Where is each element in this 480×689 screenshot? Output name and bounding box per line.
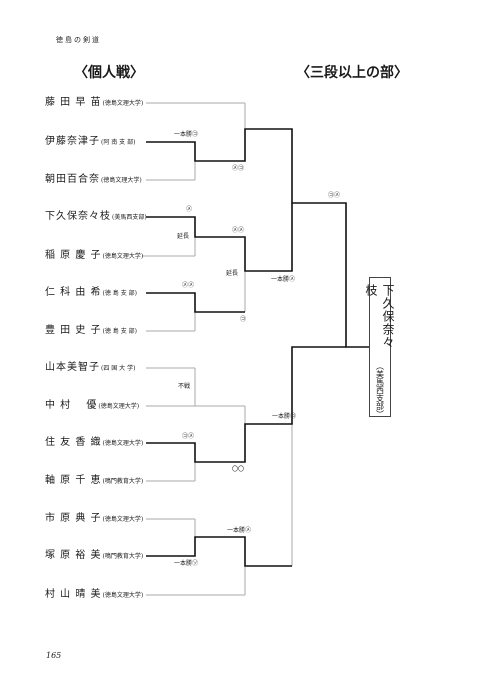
- player-entry: 軸 原 千 恵(鳴門教育大学): [45, 475, 143, 487]
- result-fusen: 不戦: [178, 383, 191, 390]
- result-r1-sumitomo: ㋙㋱: [182, 433, 195, 440]
- player-affiliation: (徳島文理大学): [102, 253, 144, 260]
- player-entry: 住 友 香 織(徳島文理大学): [45, 437, 143, 449]
- player-affiliation: (徳島文理大学): [102, 516, 144, 523]
- result-r2-mid: ㋱㋱: [232, 227, 245, 234]
- champion-name: 下久保奈々枝: [364, 284, 395, 349]
- bracket-lines-losing: [142, 102, 293, 596]
- line-shimokubo-path: [146, 203, 293, 272]
- player-name: 豊 田 史 子: [45, 325, 102, 336]
- player-name: 藤 田 早 苗: [45, 97, 102, 108]
- result-r3-lower: 一本勝㋙: [272, 413, 297, 420]
- section-title-sandan: 〈三段以上の部〉: [296, 65, 408, 81]
- player-entry: 伊藤奈津子(阿 南 支 部): [45, 136, 135, 148]
- champion-box: 下久保奈々枝 （美馬西支部）: [364, 277, 395, 418]
- result-r1-tsukahara: 一本勝㋞: [174, 560, 199, 567]
- player-affiliation: (美馬西支部): [112, 214, 147, 221]
- player-entry: 下久保奈々枝(美馬西支部): [45, 211, 147, 223]
- player-entry: 稲 原 慶 子(徳島文理大学): [45, 250, 143, 262]
- player-name: 仁 科 由 希: [45, 287, 102, 298]
- result-r3-top: 一本勝㋱: [271, 276, 296, 283]
- result-enchou-2: 延長: [226, 270, 239, 277]
- player-name: 伊藤奈津子: [45, 136, 100, 147]
- player-name: 村 山 晴 美: [45, 589, 102, 600]
- player-affiliation: (鳴門教育大学): [102, 478, 144, 485]
- player-affiliation: (四 国 大 学): [101, 365, 136, 372]
- champion-affiliation: （美馬西支部）: [375, 361, 385, 418]
- result-r2-top: ㋱㋙: [232, 165, 245, 172]
- player-affiliation: (徳島文理大学): [101, 177, 142, 184]
- player-affiliation: (徳島文理大学): [98, 403, 140, 410]
- line-sumitomo-path: [146, 346, 346, 463]
- player-entry: 藤 田 早 苗(徳島文理大学): [45, 97, 143, 109]
- player-name: 中 村 優: [45, 400, 98, 411]
- player-affiliation: (徳島文理大学): [102, 592, 144, 599]
- player-affiliation: (鳴門教育大学): [102, 553, 144, 560]
- player-name: 塚 原 裕 美: [45, 550, 102, 561]
- player-name: 朝田百合奈: [45, 174, 100, 185]
- result-r1-toyota: ㋙: [240, 316, 247, 323]
- player-affiliation: (徳島文理大学): [102, 440, 144, 447]
- result-r1-nishina: ㋱㋱: [182, 282, 195, 289]
- player-affiliation: (徳 島 支 部): [102, 290, 137, 297]
- bracket-lines-winning: [146, 128, 369, 567]
- result-r1-shimokubo: ㋱: [186, 206, 193, 213]
- player-entry: 朝田百合奈(徳島文理大学): [45, 174, 142, 186]
- player-name: 市 原 典 子: [45, 513, 102, 524]
- result-r1-itou: 一本勝㋙: [174, 131, 199, 138]
- player-entry: 豊 田 史 子(徳 島 支 部): [45, 325, 137, 337]
- line-nishina-path: [146, 292, 245, 313]
- player-entry: 塚 原 裕 美(鳴門教育大学): [45, 550, 143, 562]
- result-final-mark: ㋙㋱: [328, 192, 341, 199]
- player-name: 稲 原 慶 子: [45, 250, 102, 261]
- player-affiliation: (徳 島 支 部): [102, 328, 137, 335]
- player-entry: 市 原 典 子(徳島文理大学): [45, 513, 143, 525]
- line-tsukahara-path: [146, 536, 292, 567]
- player-affiliation: (徳島文理大学): [102, 100, 144, 107]
- result-r2-lower: 〇〇: [232, 466, 245, 473]
- line-champion-path: [146, 128, 369, 348]
- player-name: 軸 原 千 恵: [45, 475, 102, 486]
- player-entry: 中 村 優(徳島文理大学): [45, 400, 139, 412]
- player-entry: 山本美智子(四 国 大 学): [45, 362, 135, 374]
- player-name: 住 友 香 織: [45, 437, 102, 448]
- result-r2-bottom: 一本勝㋱: [227, 527, 252, 534]
- player-entry: 村 山 晴 美(徳島文理大学): [45, 589, 143, 601]
- page-number: 165: [46, 651, 62, 660]
- result-enchou-1: 延長: [177, 233, 190, 240]
- player-name: 山本美智子: [45, 362, 100, 373]
- running-header: 徳島の剣道: [56, 36, 101, 44]
- section-title-individual: 〈個人戦〉: [74, 65, 144, 81]
- player-name: 下久保奈々枝: [45, 211, 111, 222]
- player-affiliation: (阿 南 支 部): [101, 139, 136, 146]
- player-entry: 仁 科 由 希(徳 島 支 部): [45, 287, 137, 299]
